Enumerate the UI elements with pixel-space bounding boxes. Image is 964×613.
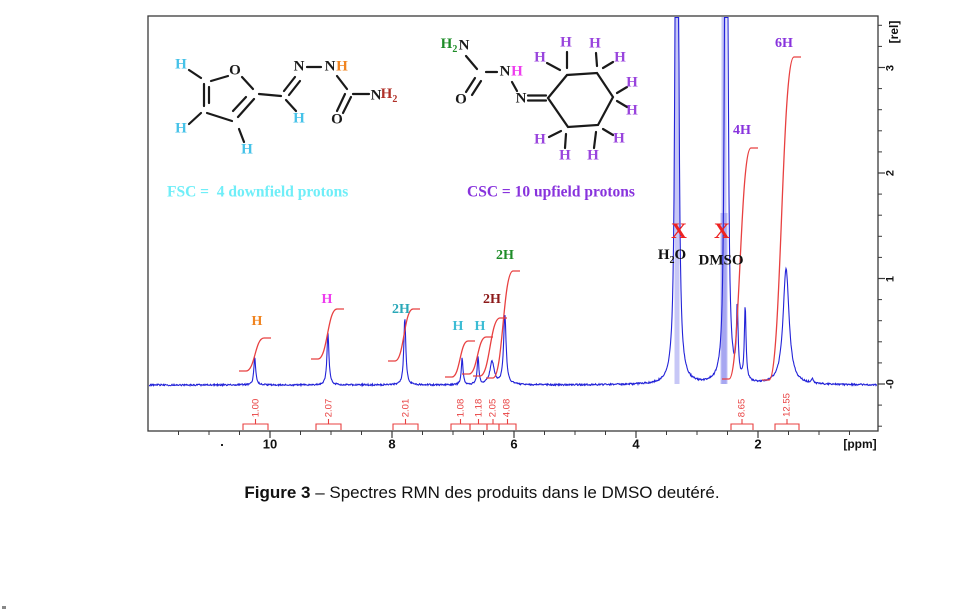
peak-label: H <box>251 314 263 329</box>
atom-label: H <box>613 130 625 147</box>
page-edge-mark <box>2 606 6 609</box>
figure-caption-number: Figure 3 <box>244 483 311 502</box>
peak-label: H <box>452 319 464 334</box>
dmso-label: DMSO <box>698 252 744 269</box>
peak-label: 2H <box>483 292 501 307</box>
axis-ticks <box>178 24 885 438</box>
fsc-caption: FSC = 4 downfield protons <box>167 183 349 201</box>
y-tick-label: 2 <box>884 169 897 177</box>
integral-curves <box>239 56 801 430</box>
fsc-structure-bonds <box>187 65 371 144</box>
h2o-label: H2O <box>657 247 687 266</box>
atom-label: H2 <box>440 36 458 55</box>
plot-frame <box>147 15 879 432</box>
atom-label: N <box>293 58 305 75</box>
atom-label: H <box>511 63 523 80</box>
atom-label: H <box>534 49 546 66</box>
csc-caption: CSC = 10 upfield protons <box>467 183 635 201</box>
atom-label: H <box>293 110 305 127</box>
integral-value: 1.00 <box>250 398 262 417</box>
x-mark-h2o: X <box>671 218 687 243</box>
y-tick-label: 1 <box>884 275 897 282</box>
atom-label: H2 <box>380 86 398 105</box>
atom-label: H <box>559 147 571 164</box>
atom-label: H <box>626 102 638 119</box>
atom-label: H <box>614 49 626 66</box>
integral-value: 2.07 <box>323 398 335 417</box>
atom-label: N <box>499 63 511 80</box>
atom-label: N <box>324 58 336 75</box>
atom-label: H <box>587 147 599 164</box>
csc-structure-bonds <box>464 50 629 150</box>
x-axis-unit: [ppm] <box>843 437 877 451</box>
peak-label: 6H <box>775 36 793 51</box>
spectrum-trace <box>149 17 877 388</box>
figure-caption: Figure 3 – Spectres RMN des produits dan… <box>0 483 964 503</box>
atom-label: H <box>560 34 572 51</box>
y-tick-label: 3 <box>884 64 897 71</box>
x-tick-label: 6 <box>510 436 518 452</box>
x-tick-label: 2 <box>754 436 762 452</box>
solvent-halo <box>674 17 728 384</box>
integral-value: 2.01 <box>400 398 412 417</box>
integral-value: 4.08 <box>501 398 513 417</box>
atom-label: O <box>229 62 241 79</box>
atom-label: O <box>331 111 343 128</box>
figure-caption-text: – Spectres RMN des produits dans le DMSO… <box>310 483 720 502</box>
peak-label: H <box>474 319 486 334</box>
integral-value: 2.05 <box>487 398 499 417</box>
x-tick-label: 4 <box>632 436 640 452</box>
peak-label: H <box>321 292 333 307</box>
atom-label: H <box>589 35 601 52</box>
peak-label: 2H <box>392 302 410 317</box>
atom-label: H <box>534 131 546 148</box>
y-axis-unit: [rel] <box>887 20 901 44</box>
atom-label: N <box>515 90 527 107</box>
atom-label: N <box>458 37 470 54</box>
x-tick-label: 10 <box>262 436 278 452</box>
atom-label: H <box>241 141 253 158</box>
stray-dot <box>221 444 223 446</box>
atom-label: H <box>175 56 187 73</box>
integral-value: 1.18 <box>473 398 485 417</box>
x-tick-label: 8 <box>388 436 396 452</box>
integral-value: 8.65 <box>736 398 748 417</box>
x-mark-dmso: X <box>714 218 730 243</box>
integral-value: 1.08 <box>455 398 467 417</box>
atom-label: H <box>626 74 638 91</box>
integral-value: 12.55 <box>781 393 793 417</box>
peak-label: 2H <box>496 248 514 263</box>
atom-label: N <box>370 87 382 104</box>
atom-label: H <box>175 120 187 137</box>
y-tick-label: -0 <box>884 379 897 389</box>
peak-label: 4H <box>733 123 751 138</box>
atom-label: O <box>455 91 467 108</box>
atom-label: H <box>336 58 348 75</box>
